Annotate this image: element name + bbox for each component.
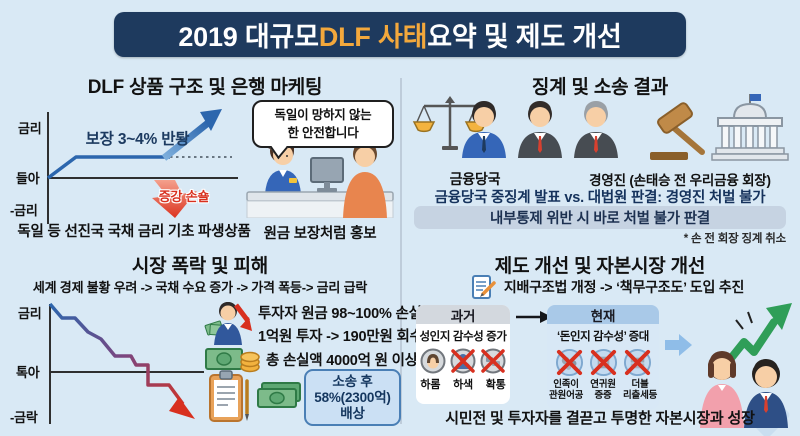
cash-bills-icon — [257, 382, 301, 408]
past-icons — [416, 348, 510, 374]
clipboard-icon — [209, 370, 249, 422]
speech-line-1: 독일이 망하지 않는 — [274, 108, 372, 122]
money-coins-icon — [205, 348, 260, 373]
reform-section-title: 제도 개선 및 자본시장 개선 — [494, 256, 706, 277]
regulator-label: 금융당국 — [449, 171, 501, 187]
courthouse-icon — [711, 94, 789, 161]
past-label-3: 확통 — [485, 379, 506, 391]
investor-loss-icon — [204, 302, 252, 345]
settlement-line-2: 58%(2300억) — [314, 389, 391, 405]
present-icons — [547, 348, 659, 377]
header-title-suffix: 요약 및 제도 개선 — [427, 22, 622, 52]
settlement-line-1: 소송 후 — [332, 373, 373, 389]
crossed-person-icon — [450, 348, 476, 374]
investor-loss-line-2: 1억원 투자 -> 190만원 회수 — [258, 329, 423, 345]
present-card: 현재 ‘돈인지 감수성’ 증대 — [547, 305, 659, 409]
crossed-building-icon — [589, 348, 617, 377]
woman-avatar-icon — [420, 348, 446, 374]
total-loss-text: 총 손실액 4000억 원 이상 — [266, 353, 418, 369]
executive-avatar-2 — [574, 101, 618, 158]
gain-arrow-icon — [200, 109, 222, 131]
crash-section-title: 시장 폭락 및 피해 — [131, 256, 269, 277]
past-header: 과거 — [416, 305, 510, 324]
settlement-box: 소송 후 58%(2300억) 배상 — [304, 369, 401, 426]
crash-arrowhead-icon — [169, 397, 195, 419]
reform-caption: 시민전 및 투자자를 결끋고 투명한 자본시장과 성장 — [445, 410, 755, 427]
crash-axis-bottom: -금락 — [10, 410, 38, 425]
executive-avatar-1 — [518, 101, 562, 158]
crash-axis-top: 금리 — [18, 306, 42, 321]
past-label-1: 하롬 — [420, 379, 441, 391]
present-label-3: 더블 리츨세등 — [623, 379, 658, 401]
loss-label: 증강 손숄 — [158, 189, 210, 204]
settlement-line-3: 배상 — [340, 405, 365, 421]
product-axis-bottom: -금리 — [10, 203, 38, 218]
investor-loss-line-1: 투자자 원금 98~100% 손실 — [258, 306, 422, 322]
past-icon-labels: 하롬 하색 확통 — [416, 376, 510, 392]
product-axis-top: 금리 — [18, 121, 42, 136]
present-icon-labels: 인족이 관원어공 연귀원 증증 더블 리츨세등 — [547, 379, 659, 401]
past-card: 과거 성인지 감수성 증가 하롬 — [416, 305, 510, 404]
footnote: * 손 전 회장 징계 취소 — [683, 233, 786, 245]
rate-structure-chart — [46, 109, 238, 224]
past-subtitle: 성인지 감수성 증가 — [419, 331, 507, 343]
header-bar: 2019 대규모 DLF 사태 요약 및 제도 개선 — [114, 12, 686, 57]
present-header: 현재 — [547, 305, 659, 324]
vertical-divider — [400, 78, 402, 424]
crossed-coins-icon — [555, 348, 583, 377]
discipline-section-title: 징계 및 소송 결과 — [531, 77, 669, 98]
verdict-text: 금융당국 중징계 발표 vs. 대법원 판결: 경영진 처벌 불가 — [434, 190, 766, 206]
past-label-2: 하색 — [453, 379, 473, 391]
rate-crash-chart — [48, 302, 204, 424]
regulator-avatar — [462, 101, 506, 158]
present-subtitle: ‘돈인지 감수성’ 증대 — [557, 331, 649, 343]
speech-line-2: 한 안전합니다 — [287, 126, 359, 140]
law-reform-row: 지배구조법 개정 -> ‘책무구조도’ 도입 추진 — [420, 274, 795, 300]
loss-arrow-icon — [152, 180, 197, 218]
document-pencil-icon — [471, 275, 496, 299]
crossed-items-icon — [480, 348, 506, 374]
ruling-banner: 내부통제 위반 시 바로 처벌 불가 판결 — [414, 206, 786, 229]
discipline-icons — [412, 94, 789, 161]
marketing-caption: 원금 보장처럼 홍보 — [263, 226, 377, 242]
product-caption: 독일 등 선진국 국채 금리 기초 파생상품 — [17, 224, 251, 240]
present-label-1: 인족이 관원어공 — [549, 379, 584, 401]
crossed-bills-icon — [623, 348, 651, 377]
investor-loss-text: 투자자 원금 98~100% 손실 1억원 투자 -> 190만원 회수 — [258, 303, 423, 349]
crash-flow-text: 세계 경제 불황 우려 -> 국채 수요 증가 -> 가격 폭등-> 금리 급락 — [32, 280, 368, 295]
investors-growth-icon — [700, 303, 792, 428]
present-label-2: 연귀원 증증 — [590, 379, 616, 401]
product-axis-mid: 들아 — [16, 171, 40, 186]
gain-label: 보장 3~4% 반퇑 — [85, 131, 190, 148]
product-section-title: DLF 상품 구조 및 은행 마케팅 — [87, 77, 323, 98]
crash-axis-mid: 톡아 — [16, 365, 40, 380]
header-title-prefix: 2019 대규모 — [178, 22, 319, 52]
law-reform-text: 지배구조법 개정 -> ‘책무구조도’ 도입 추진 — [503, 279, 745, 295]
gavel-icon — [650, 102, 705, 160]
management-label: 경영진 (손태승 전 우리금융 회장) — [589, 173, 771, 188]
result-arrow-icon — [665, 334, 692, 356]
header-title-highlight: DLF 사태 — [318, 22, 428, 52]
speech-bubble: 독일이 망하지 않는 한 안전합니다 — [252, 100, 394, 148]
past-to-present-arrow-icon — [516, 311, 552, 323]
